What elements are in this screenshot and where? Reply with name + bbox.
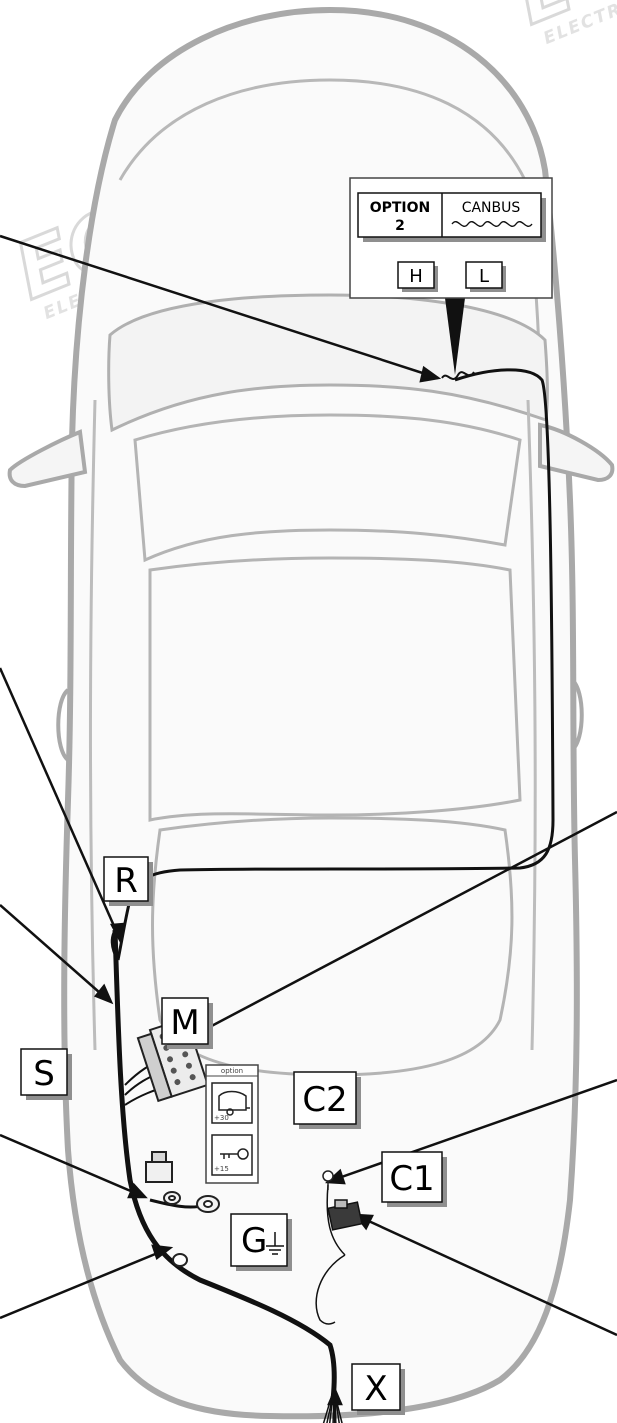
l-label: L	[479, 266, 489, 287]
x-box	[351, 1363, 401, 1411]
pointer-x-head	[327, 1386, 343, 1406]
option-panel-title: option	[221, 1067, 243, 1075]
canbus-callout: OPTION 2 CANBUS H L	[349, 177, 553, 375]
m-label: M	[170, 1003, 199, 1043]
c1-box	[381, 1151, 443, 1203]
pointer-grommet	[0, 1248, 166, 1320]
option-plug	[145, 1151, 173, 1183]
option-panel: option +30 +15	[205, 1064, 259, 1184]
caravan-icon	[218, 1090, 250, 1116]
pointer-grommet-head	[151, 1244, 174, 1261]
c2-label: C2	[302, 1080, 347, 1120]
canbus-table	[357, 192, 542, 238]
ground-label: G	[230, 1213, 292, 1271]
c2-ring	[322, 1170, 334, 1190]
labels: R M S C2 C1 X	[20, 856, 447, 1415]
grommet	[172, 1253, 188, 1267]
ignition-key-icon	[220, 1148, 249, 1160]
plus30-label: +30	[214, 1114, 229, 1122]
l-box	[465, 261, 503, 289]
g-box	[230, 1213, 288, 1267]
c-wire	[315, 1184, 346, 1325]
pointer-canbus	[0, 234, 439, 380]
twisted-pair	[441, 371, 475, 380]
r-label: R	[114, 861, 138, 901]
ring-terminals	[163, 1191, 220, 1213]
m-connector-side	[136, 1032, 173, 1103]
h-box	[397, 261, 435, 289]
ground-symbol-icon	[266, 1232, 284, 1255]
canbus-twist-icon	[451, 221, 533, 227]
pointer-lines	[0, 234, 617, 1423]
side-line-right	[526, 399, 537, 1051]
r-box	[103, 856, 149, 902]
g-label: G	[241, 1221, 267, 1261]
mirror-right	[538, 422, 615, 483]
c1-label: C1	[389, 1159, 434, 1199]
x-label: X	[364, 1369, 387, 1409]
side-line-left	[88, 399, 97, 1051]
wheel-front-left	[56, 688, 70, 762]
pointer-ground	[0, 1133, 141, 1197]
option-label-line1: OPTION	[370, 200, 431, 216]
wheel-front-right	[570, 678, 584, 752]
option-label-line2: 2	[395, 218, 405, 234]
m-box	[161, 997, 209, 1045]
pointer-m	[184, 810, 617, 1042]
s-label: S	[33, 1054, 55, 1094]
mirror-left	[7, 429, 88, 489]
pointer-s	[0, 904, 109, 1001]
watermark-5: ECS ELECTRONICS	[502, 0, 617, 49]
rear-window	[148, 556, 522, 822]
canbus-label: CANBUS	[462, 200, 521, 216]
pointer-r	[0, 667, 120, 936]
pointer-c1	[361, 1216, 617, 1337]
s-box	[20, 1048, 68, 1096]
pointer-canbus-head	[419, 365, 442, 383]
pointer-ground-head	[127, 1182, 148, 1199]
pointer-c2	[332, 1078, 617, 1182]
c1-connector	[327, 1199, 363, 1231]
canbus-callout-pointer	[445, 298, 465, 375]
plus15-label: +15	[214, 1165, 229, 1173]
pointer-r-head	[110, 922, 126, 944]
trunk-lid	[151, 816, 514, 1077]
roof-panel	[133, 413, 522, 563]
c2-box	[293, 1071, 357, 1125]
pointer-s-head	[93, 983, 114, 1005]
h-label: H	[409, 266, 423, 287]
